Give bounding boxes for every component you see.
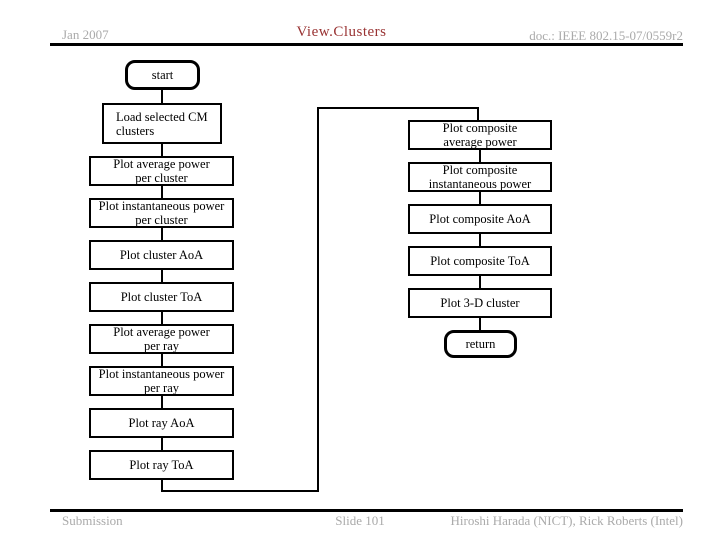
connector — [161, 144, 163, 156]
connector — [477, 107, 479, 120]
flow-node-load-selected-cm-clusters: Load selected CM clusters — [102, 103, 222, 144]
connector — [161, 438, 163, 450]
connector — [161, 354, 163, 366]
connector — [317, 107, 479, 109]
connector — [161, 90, 163, 103]
header-date: Jan 2007 — [62, 27, 109, 42]
flow-node-start: start — [125, 60, 200, 90]
flow-node-return: return — [444, 330, 517, 358]
connector — [161, 186, 163, 198]
connector — [479, 276, 481, 288]
connector — [479, 192, 481, 204]
flow-node-plot-ray-toa: Plot ray ToA — [89, 450, 234, 480]
connector — [161, 270, 163, 282]
footer-slide-number: Slide 101 — [335, 513, 385, 528]
connector — [317, 107, 319, 492]
flow-node-plot-composite-toa: Plot composite ToA — [408, 246, 552, 276]
flow-node-plot-composite-aoa: Plot composite AoA — [408, 204, 552, 234]
connector — [161, 480, 163, 492]
page-title: View.Clusters — [296, 24, 387, 40]
connector — [161, 396, 163, 408]
flow-node-plot-ray-aoa: Plot ray AoA — [89, 408, 234, 438]
flow-node-plot-composite-average-power: Plot composite average power — [408, 120, 552, 150]
flow-node-plot-average-power-per-ray: Plot average power per ray — [89, 324, 234, 354]
connector — [479, 318, 481, 330]
flow-node-plot-3d-cluster: Plot 3-D cluster — [408, 288, 552, 318]
flow-node-plot-average-power-per-cluster: Plot average power per cluster — [89, 156, 234, 186]
footer-submission: Submission — [62, 513, 123, 528]
footer-authors: Hiroshi Harada (NICT), Rick Roberts (Int… — [450, 513, 684, 528]
connector — [161, 490, 319, 492]
connector — [161, 228, 163, 240]
flow-node-plot-instantaneous-power-per-cluster: Plot instantaneous power per cluster — [89, 198, 234, 228]
connector — [161, 312, 163, 324]
flow-node-plot-cluster-toa: Plot cluster ToA — [89, 282, 234, 312]
connector — [479, 234, 481, 246]
flow-node-plot-cluster-aoa: Plot cluster AoA — [89, 240, 234, 270]
footer-rule — [50, 509, 683, 512]
connector — [479, 150, 481, 162]
flow-node-plot-instantaneous-power-per-ray: Plot instantaneous power per ray — [89, 366, 234, 396]
header-doc-number: doc.: IEEE 802.15-07/0559r2 — [529, 28, 683, 43]
flow-node-plot-composite-instantaneous-power: Plot composite instantaneous power — [408, 162, 552, 192]
header-rule — [50, 43, 683, 46]
